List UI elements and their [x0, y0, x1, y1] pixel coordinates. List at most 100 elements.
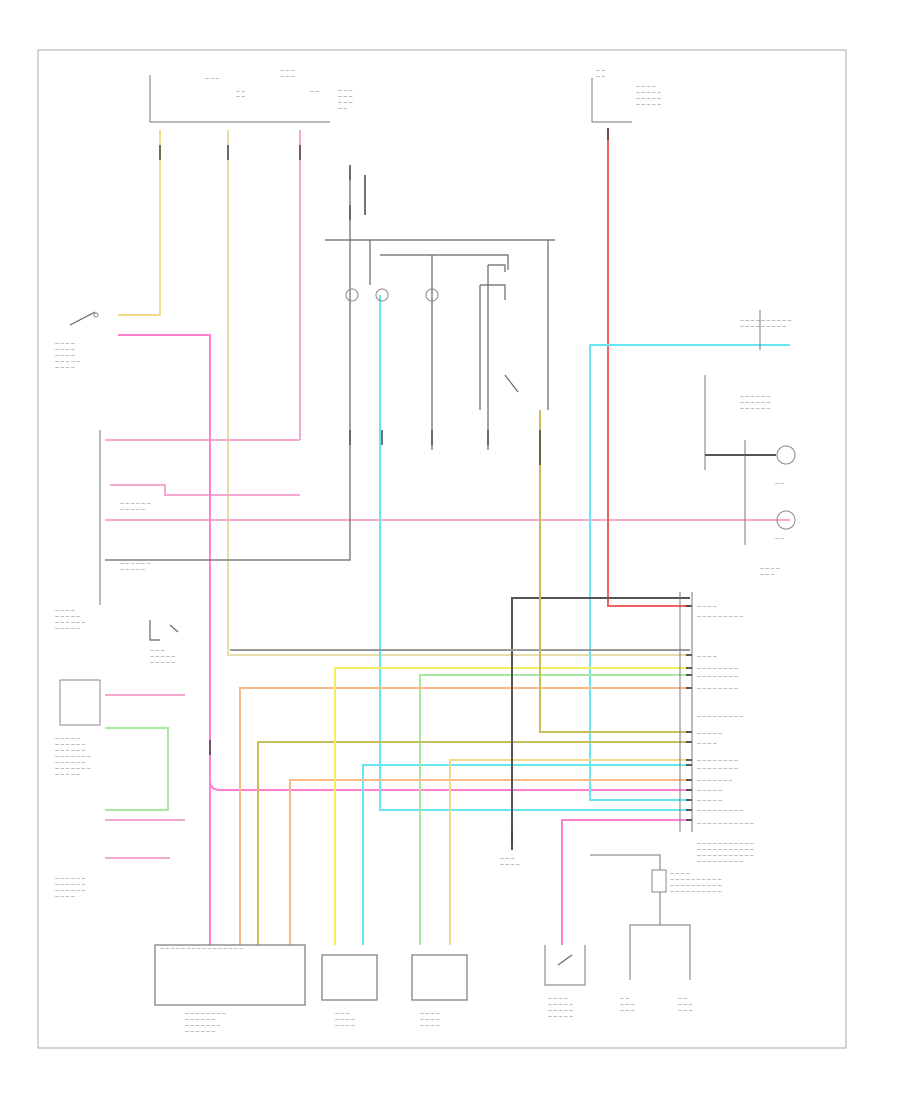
transmission-control-module: — — — — — — — — — — — — — — — — — — — — … [154, 944, 306, 1034]
svg-text:— — — — —: — — — — — [150, 660, 175, 665]
diagram-frame [37, 49, 847, 1049]
left-harness: — — — — — — — — — — — — — — — — — — — — … [55, 430, 150, 631]
svg-text:— — — — — — — —: — — — — — — — — [697, 758, 738, 763]
svg-text:— —: — — [678, 996, 687, 1001]
svg-text:— — — — —: — — — — — [548, 1008, 573, 1013]
svg-text:— — — — — — —: — — — — — — — [55, 754, 91, 759]
svg-text:— — — — — —: — — — — — — [740, 400, 770, 405]
svg-text:— — —: — — — [620, 1002, 635, 1007]
svg-text:— — — —: — — — — [670, 871, 690, 876]
svg-text:— — — —: — — — — [55, 894, 75, 899]
svg-text:— — — — —: — — — — — [697, 788, 722, 793]
svg-text:— — — — — —: — — — — — — [740, 406, 770, 411]
svg-text:— — —: — — — [335, 1011, 350, 1016]
svg-text:— — — — — — — — — — —: — — — — — — — — — — — [697, 841, 754, 846]
wire-orange-2 [289, 779, 690, 945]
svg-text:— — — —: — — — — [335, 1017, 355, 1022]
fuse-block-top-left: — — — — — — — — — — — — — — — — — — — — … [149, 68, 353, 123]
lamp-3-icon [425, 288, 439, 302]
svg-text:— — — — — —: — — — — — — [740, 394, 770, 399]
fuse-block-top-right: — — — — — — — — — — — — — — — — — — — — … [591, 68, 661, 123]
svg-text:— — —: — — — [760, 572, 775, 577]
svg-text:— —: — — [236, 89, 245, 94]
svg-text:— — — — — —: — — — — — — [185, 1029, 215, 1034]
svg-text:— —: — — [596, 68, 605, 73]
svg-text:— — —: — — — [280, 74, 295, 79]
svg-text:— —: — — [236, 94, 245, 99]
svg-text:— — — — — — — — —: — — — — — — — — — [697, 714, 743, 719]
wire-green-vss [105, 727, 169, 811]
svg-text:— — —: — — — [205, 76, 220, 81]
left-front-wheel-speed-sensor: — — — — — — — — — — — [321, 954, 378, 1028]
svg-text:— —: — — [338, 106, 347, 111]
svg-text:— — — — — — — — — —: — — — — — — — — — — [670, 883, 721, 888]
brake-fluid-level-switch: — — — — — — — — — — — — — — — — — — — [544, 945, 586, 1019]
svg-text:— — — —: — — — — [636, 84, 656, 89]
svg-text:— — — — — —: — — — — — — [185, 1017, 215, 1022]
wire-cyan-1 [589, 344, 790, 801]
svg-text:— — — — — — — — — — — — — — —: — — — — — — — — — — — — — — — — [160, 946, 243, 951]
svg-text:— — — —: — — — — [55, 347, 75, 352]
svg-text:— —: — — [775, 481, 784, 486]
svg-text:— — — — —: — — — — — [548, 1014, 573, 1019]
right-front-wheel-speed-sensor: — — — — — — — — — — — — [411, 954, 468, 1028]
svg-text:— — — — —: — — — — — [55, 614, 80, 619]
svg-text:— — — — —: — — — — — [697, 731, 722, 736]
svg-text:— — — — —: — — — — — [55, 772, 80, 777]
svg-text:— — — — —: — — — — — [55, 359, 80, 364]
svg-text:— — — — —: — — — — — [55, 736, 80, 741]
vehicle-speed-sensor: — — — — — — — — — — — — — — — — — — — — … [55, 679, 101, 899]
svg-text:— — — — —: — — — — — [120, 567, 145, 572]
wire-magenta-right [561, 819, 690, 945]
svg-text:— — —: — — — [500, 856, 515, 861]
wire-yellow-brake-switch [118, 130, 161, 316]
svg-text:— — — — — —: — — — — — — [55, 748, 85, 753]
wire-yellow-right-wheel [449, 759, 690, 945]
svg-text:— — — — —: — — — — — [150, 654, 175, 659]
svg-text:— — — — —: — — — — — [636, 96, 661, 101]
speedometer-cluster: — — — — — — — — — — — — — — — — — — — — … [704, 310, 796, 577]
svg-text:— — — —: — — — — [55, 365, 75, 370]
svg-text:— — —: — — — [678, 1002, 693, 1007]
svg-text:— — — — — — — — — — —: — — — — — — — — — — — [697, 853, 754, 858]
wire-gray-2 [539, 410, 690, 733]
svg-text:— — — — — — — —: — — — — — — — — [697, 674, 738, 679]
svg-text:— — — — — —: — — — — — — [55, 882, 85, 887]
svg-text:— —: — — [775, 536, 784, 541]
ebcm-connector: — — — — — — — — — — — — — — — — — — — — … [679, 592, 754, 864]
switch-icon [504, 374, 519, 393]
svg-text:— — — — — —: — — — — — — [55, 888, 85, 893]
svg-text:— — — — — — — — —: — — — — — — — — — [697, 808, 743, 813]
wire-orange-3 [257, 741, 690, 945]
svg-text:— — — —: — — — — [55, 353, 75, 358]
wire-orange-1 [239, 687, 690, 945]
svg-text:— — —: — — — [678, 1008, 693, 1013]
svg-text:— — — — — —: — — — — — — [120, 501, 150, 506]
svg-text:— — — — — — — — —: — — — — — — — — — [740, 324, 786, 329]
svg-text:— — — — — — — — — — —: — — — — — — — — — — — [697, 847, 754, 852]
svg-text:— — — —: — — — — [55, 341, 75, 346]
svg-text:— — — — — — — —: — — — — — — — — [697, 766, 738, 771]
svg-text:— — — — — — — — —: — — — — — — — — — [697, 859, 743, 864]
lamp-2-icon [375, 288, 389, 302]
svg-text:— — — — —: — — — — — [636, 102, 661, 107]
svg-text:— —: — — [310, 89, 319, 94]
instrument-cluster [105, 170, 555, 561]
svg-text:— — — —: — — — — [420, 1023, 440, 1028]
svg-text:— — —: — — — [338, 94, 353, 99]
wire-green-sensor [419, 674, 690, 945]
svg-text:— — — —: — — — — [697, 654, 717, 659]
svg-text:— — — — — —: — — — — — — [55, 760, 85, 765]
wire-dark-gray-ground [511, 597, 690, 850]
lamp-1-icon [345, 288, 359, 302]
wire-red-ebcm [607, 128, 690, 607]
svg-text:— — — — — — —: — — — — — — — [185, 1023, 221, 1028]
svg-text:— — — — —: — — — — — [55, 626, 80, 631]
svg-text:— — — — —: — — — — — [697, 798, 722, 803]
ground-marker: — — — — — — — [500, 856, 520, 867]
svg-text:— — — — — — — —: — — — — — — — — [185, 1011, 226, 1016]
svg-text:— — — — — — — —: — — — — — — — — [697, 666, 738, 671]
svg-text:— — — — — — — — — —: — — — — — — — — — — [670, 877, 721, 882]
svg-text:— — —: — — — [338, 100, 353, 105]
